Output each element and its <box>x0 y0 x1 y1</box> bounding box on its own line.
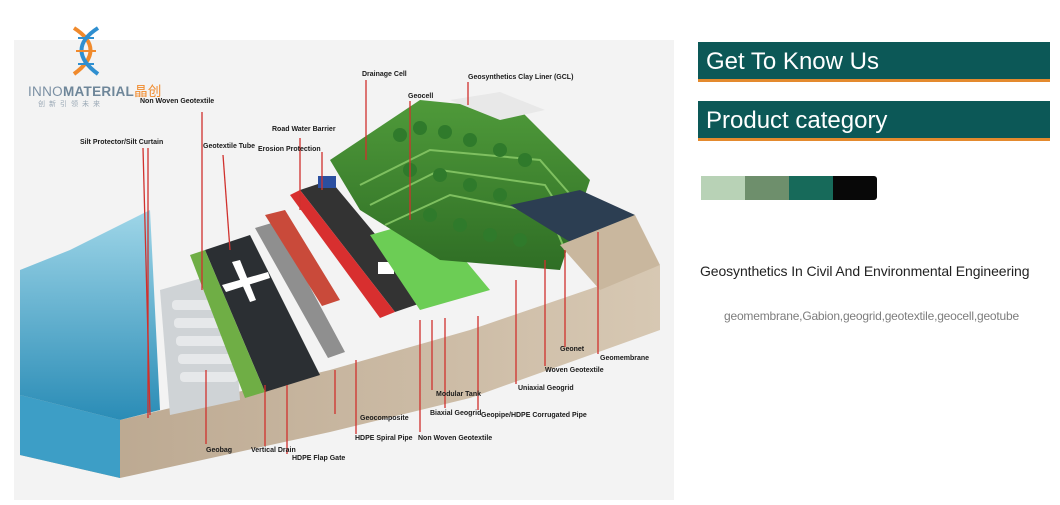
label-geocell: Geocell <box>408 93 433 100</box>
landfill-cap <box>450 92 545 120</box>
soil-cross-section <box>20 265 660 478</box>
label-hdpe-spiral-pipe: HDPE Spiral Pipe <box>355 435 413 442</box>
road-water-barrier <box>290 190 395 318</box>
runway-grass <box>190 250 265 398</box>
label-non-woven-top: Non Woven Geotextile <box>140 98 214 105</box>
label-vertical-drain: Vertical Drain <box>251 447 296 454</box>
label-geomembrane: Geomembrane <box>600 355 649 362</box>
label-geocomposite: Geocomposite <box>360 415 409 422</box>
label-geopipe: Geopipe/HDPE Corrugated Pipe <box>481 412 587 419</box>
label-woven-geotextile: Woven Geotextile <box>545 367 604 374</box>
train <box>265 210 340 306</box>
railway-bed <box>255 222 345 358</box>
product-category-button[interactable]: Product category <box>698 101 1050 141</box>
airplane <box>222 260 270 302</box>
brand-logo[interactable] <box>26 24 146 114</box>
label-non-woven-bottom: Non Woven Geotextile <box>418 435 492 442</box>
geosynthetics-illustration: Drainage Cell Geosynthetics Clay Liner (… <box>14 40 674 500</box>
sea-water <box>20 210 160 420</box>
label-uniaxial-geogrid: Uniaxial Geogrid <box>518 385 574 392</box>
leader-lines <box>142 80 599 454</box>
trees <box>393 121 532 247</box>
label-road-water-barrier: Road Water Barrier <box>272 126 336 133</box>
road <box>300 180 430 312</box>
label-geobag: Geobag <box>206 447 232 454</box>
pond-wall <box>560 215 660 290</box>
get-to-know-us-button[interactable]: Get To Know Us <box>698 42 1050 82</box>
illustration-svg: Drainage Cell Geosynthetics Clay Liner (… <box>14 40 674 500</box>
dna-logo-icon <box>72 26 100 76</box>
label-modular-tank: Modular Tank <box>436 391 481 398</box>
brand-wordmark: INNOMATERIAL晶创 <box>28 80 162 100</box>
label-gcl: Geosynthetics Clay Liner (GCL) <box>468 74 573 81</box>
sea-front <box>20 395 120 478</box>
label-drainage-cell: Drainage Cell <box>362 71 407 78</box>
swatch-black <box>833 176 877 200</box>
swatch-teal <box>789 176 833 200</box>
sports-field <box>370 218 490 310</box>
terraced-hill <box>330 100 590 270</box>
label-geonet: Geonet <box>560 346 585 353</box>
brand-prefix: INNO <box>28 84 63 99</box>
swatch-sage-green <box>745 176 789 200</box>
product-keywords: geomembrane,Gabion,geogrid,geotextile,ge… <box>724 309 1019 323</box>
section-headline: Geosynthetics In Civil And Environmental… <box>700 263 1030 279</box>
label-geotextile-tube: Geotextile Tube <box>203 143 255 150</box>
swatch-light-green <box>701 176 745 200</box>
truck <box>318 176 336 188</box>
label-biaxial-geogrid: Biaxial Geogrid <box>430 410 481 417</box>
geomembrane-pond <box>510 190 635 245</box>
runway <box>205 235 320 392</box>
brand-cjk: 晶创 <box>134 84 162 99</box>
brand-main: MATERIAL <box>62 84 135 99</box>
label-hdpe-flap-gate: HDPE Flap Gate <box>292 455 345 462</box>
brand-tagline: 创新引领未来 <box>38 101 104 108</box>
label-silt-protector: Silt Protector/Silt Curtain <box>80 139 163 146</box>
color-swatch-strip <box>701 176 877 200</box>
label-erosion-protection: Erosion Protection <box>258 146 321 153</box>
